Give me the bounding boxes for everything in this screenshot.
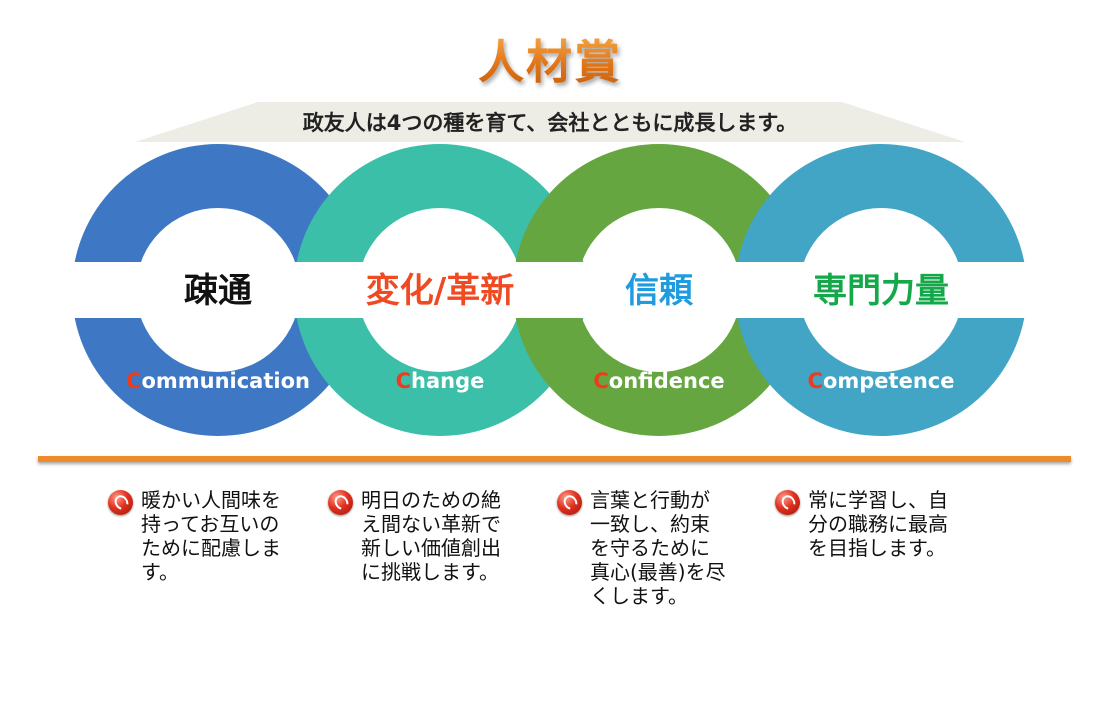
pillars-diagram: 疎通 Communication 変化/革新 Change 信頼 Confidence 専門…: [0, 102, 1100, 436]
bullet-icon: [775, 490, 800, 515]
bullet-icon: [557, 490, 582, 515]
description-text: 明日のための絶 え間ない革新で 新しい価値創出 に挑戦します。: [361, 488, 501, 584]
pillar-description-4: 常に学習し、自 分の職務に最高 を目指します。: [775, 488, 985, 560]
page-title: 人材賞: [0, 32, 1100, 92]
pillar-english-rest: ompetence: [823, 369, 955, 393]
bullet-icon: [108, 490, 133, 515]
pillar-ring-1: [72, 144, 364, 436]
pillar-name-1: 疎通: [184, 271, 252, 311]
subtitle-banner: [135, 102, 965, 142]
description-text: 言葉と行動が 一致し、約束 を守るために 真心(最善)を尽 くします。: [590, 488, 726, 608]
pillar-english-initial: C: [593, 369, 608, 393]
pillar-description-1: 暖かい人間味を 持ってお互いの ために配慮しま す。: [108, 488, 318, 584]
description-text: 暖かい人間味を 持ってお互いの ために配慮しま す。: [141, 488, 281, 584]
pillar-ring-2: [294, 144, 586, 436]
pillar-name-2: 変化/革新: [366, 271, 514, 311]
page-subtitle: 政友人は4つの種を育て、会社とともに成長します。: [302, 111, 798, 135]
bullet-icon: [328, 490, 353, 515]
pillar-english-3: Confidence: [593, 369, 724, 393]
divider-line: [38, 456, 1071, 462]
label-band: [0, 262, 1100, 318]
pillar-english-rest: onfidence: [609, 369, 725, 393]
pillar-english-2: Change: [396, 369, 485, 393]
pillar-english-4: Competence: [808, 369, 955, 393]
description-text: 常に学習し、自 分の職務に最高 を目指します。: [808, 488, 948, 560]
pillar-ring-4: [735, 144, 1027, 436]
pillar-ring-3: [513, 144, 805, 436]
pillar-english-rest: hange: [411, 369, 484, 393]
pillar-name-3: 信頼: [625, 271, 694, 311]
pillar-english-initial: C: [808, 369, 823, 393]
pillar-english-1: Communication: [126, 369, 310, 393]
pillar-english-initial: C: [126, 369, 141, 393]
pillar-english-initial: C: [396, 369, 411, 393]
pillar-english-rest: ommunication: [141, 369, 310, 393]
pillar-name-4: 専門力量: [813, 271, 949, 311]
pillar-description-3: 言葉と行動が 一致し、約束 を守るために 真心(最善)を尽 くします。: [557, 488, 767, 608]
pillar-description-2: 明日のための絶 え間ない革新で 新しい価値創出 に挑戦します。: [328, 488, 538, 584]
